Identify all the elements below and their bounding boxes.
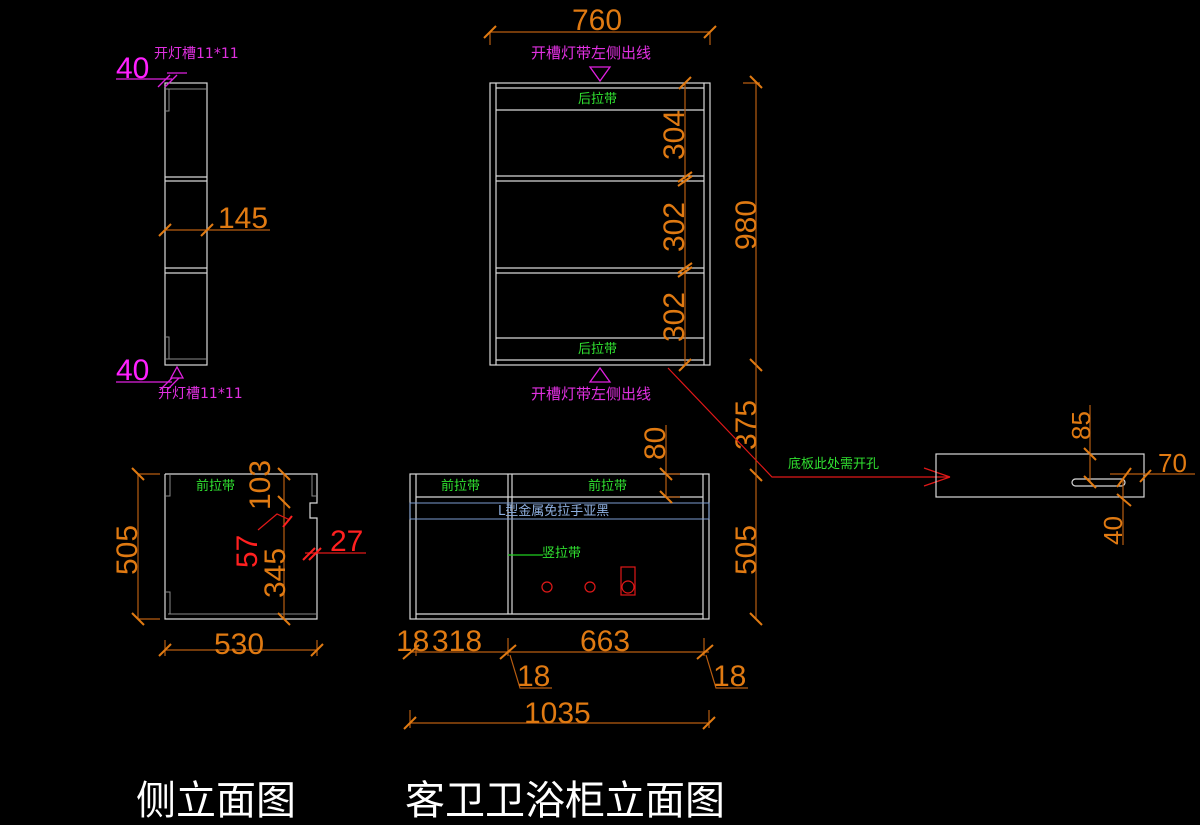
dim-85: 85	[1066, 411, 1096, 440]
dim-345: 345	[259, 548, 292, 598]
dim-27: 27	[330, 525, 363, 558]
dim-bottom-40: 40	[116, 354, 149, 387]
dim-505-side: 505	[111, 525, 144, 575]
dim-80: 80	[639, 427, 672, 460]
dim-145: 145	[218, 202, 268, 235]
dim-375: 375	[730, 400, 763, 450]
outlet-cutout	[620, 566, 636, 596]
side-view-lower: 前拉带 505 530 103 345 57 27	[111, 460, 366, 661]
side-view-upper: 40 开灯槽11*11 145 40 开灯槽11*11	[116, 46, 270, 402]
leader-right-18	[705, 654, 748, 689]
dim-shelf-3: 302	[658, 292, 691, 342]
note-light-slot-top: 开灯槽11*11	[154, 46, 239, 62]
leader-bottom-board	[667, 367, 948, 478]
label-bottom-rail: 后拉带	[578, 342, 617, 357]
vanity-outline	[409, 473, 710, 620]
dim-mid-panel: 18	[517, 660, 550, 693]
drain-hole-2	[584, 581, 596, 593]
bottom-board-detail: 底板此处需开孔 85 70 40	[667, 367, 1195, 545]
dim-70: 70	[1158, 448, 1187, 478]
note-light-strip-bottom: 开槽灯带左侧出线	[531, 385, 651, 403]
label-vertical-rail: 竖拉带	[542, 546, 581, 561]
marker-triangle-bottom	[588, 366, 612, 383]
note-light-strip-top: 开槽灯带左侧出线	[531, 44, 651, 62]
title-main-elevation: 客卫卫浴柜立面图	[405, 778, 725, 824]
label-front-rail-left: 前拉带	[441, 478, 480, 494]
dim-40-board: 40	[1098, 516, 1128, 545]
dim-shelf-1: 304	[658, 110, 691, 160]
leader-57	[257, 513, 291, 531]
dim-760: 760	[572, 4, 622, 37]
dim-980: 980	[730, 200, 763, 250]
title-side-elevation: 侧立面图	[136, 778, 296, 824]
marker-triangle-top	[588, 66, 612, 83]
vanity-side-outline	[164, 473, 318, 620]
vanity-front: L型金属免拉手亚黑 前拉带 前拉带 竖拉带 80 505 18 318 663 …	[396, 425, 763, 730]
dim-530: 530	[214, 628, 264, 661]
bottom-board-outline	[935, 453, 1145, 498]
l-shaped-handle	[409, 502, 710, 520]
drain-hole-1	[541, 581, 553, 593]
label-front-rail-side: 前拉带	[196, 478, 235, 494]
dim-505-front: 505	[730, 525, 763, 575]
dim-left-panel: 18	[396, 625, 429, 658]
dim-1035: 1035	[524, 697, 591, 730]
dim-right-bay: 663	[580, 625, 630, 658]
dim-right-panel: 18	[713, 660, 746, 693]
dim-103: 103	[244, 460, 277, 510]
bottom-board-slot	[1071, 478, 1126, 487]
mirror-cabinet-outline	[489, 82, 711, 366]
leader-mid-18	[509, 654, 552, 689]
dim-top-40: 40	[116, 52, 149, 85]
note-light-slot-bottom: 开灯槽11*11	[158, 386, 243, 402]
mirror-cabinet: 后拉带 后拉带 760 开槽灯带左侧出线 开槽灯带左侧出线 304 302 30…	[483, 4, 763, 482]
label-front-rail-right: 前拉带	[588, 478, 627, 494]
dim-57: 57	[231, 535, 264, 568]
label-handle: L型金属免拉手亚黑	[498, 503, 609, 519]
note-bottom-board-hole: 底板此处需开孔	[788, 456, 879, 472]
dim-left-bay: 318	[432, 625, 482, 658]
side-panel-outline	[164, 82, 208, 366]
label-top-rail: 后拉带	[578, 92, 617, 107]
dim-shelf-2: 302	[658, 202, 691, 252]
